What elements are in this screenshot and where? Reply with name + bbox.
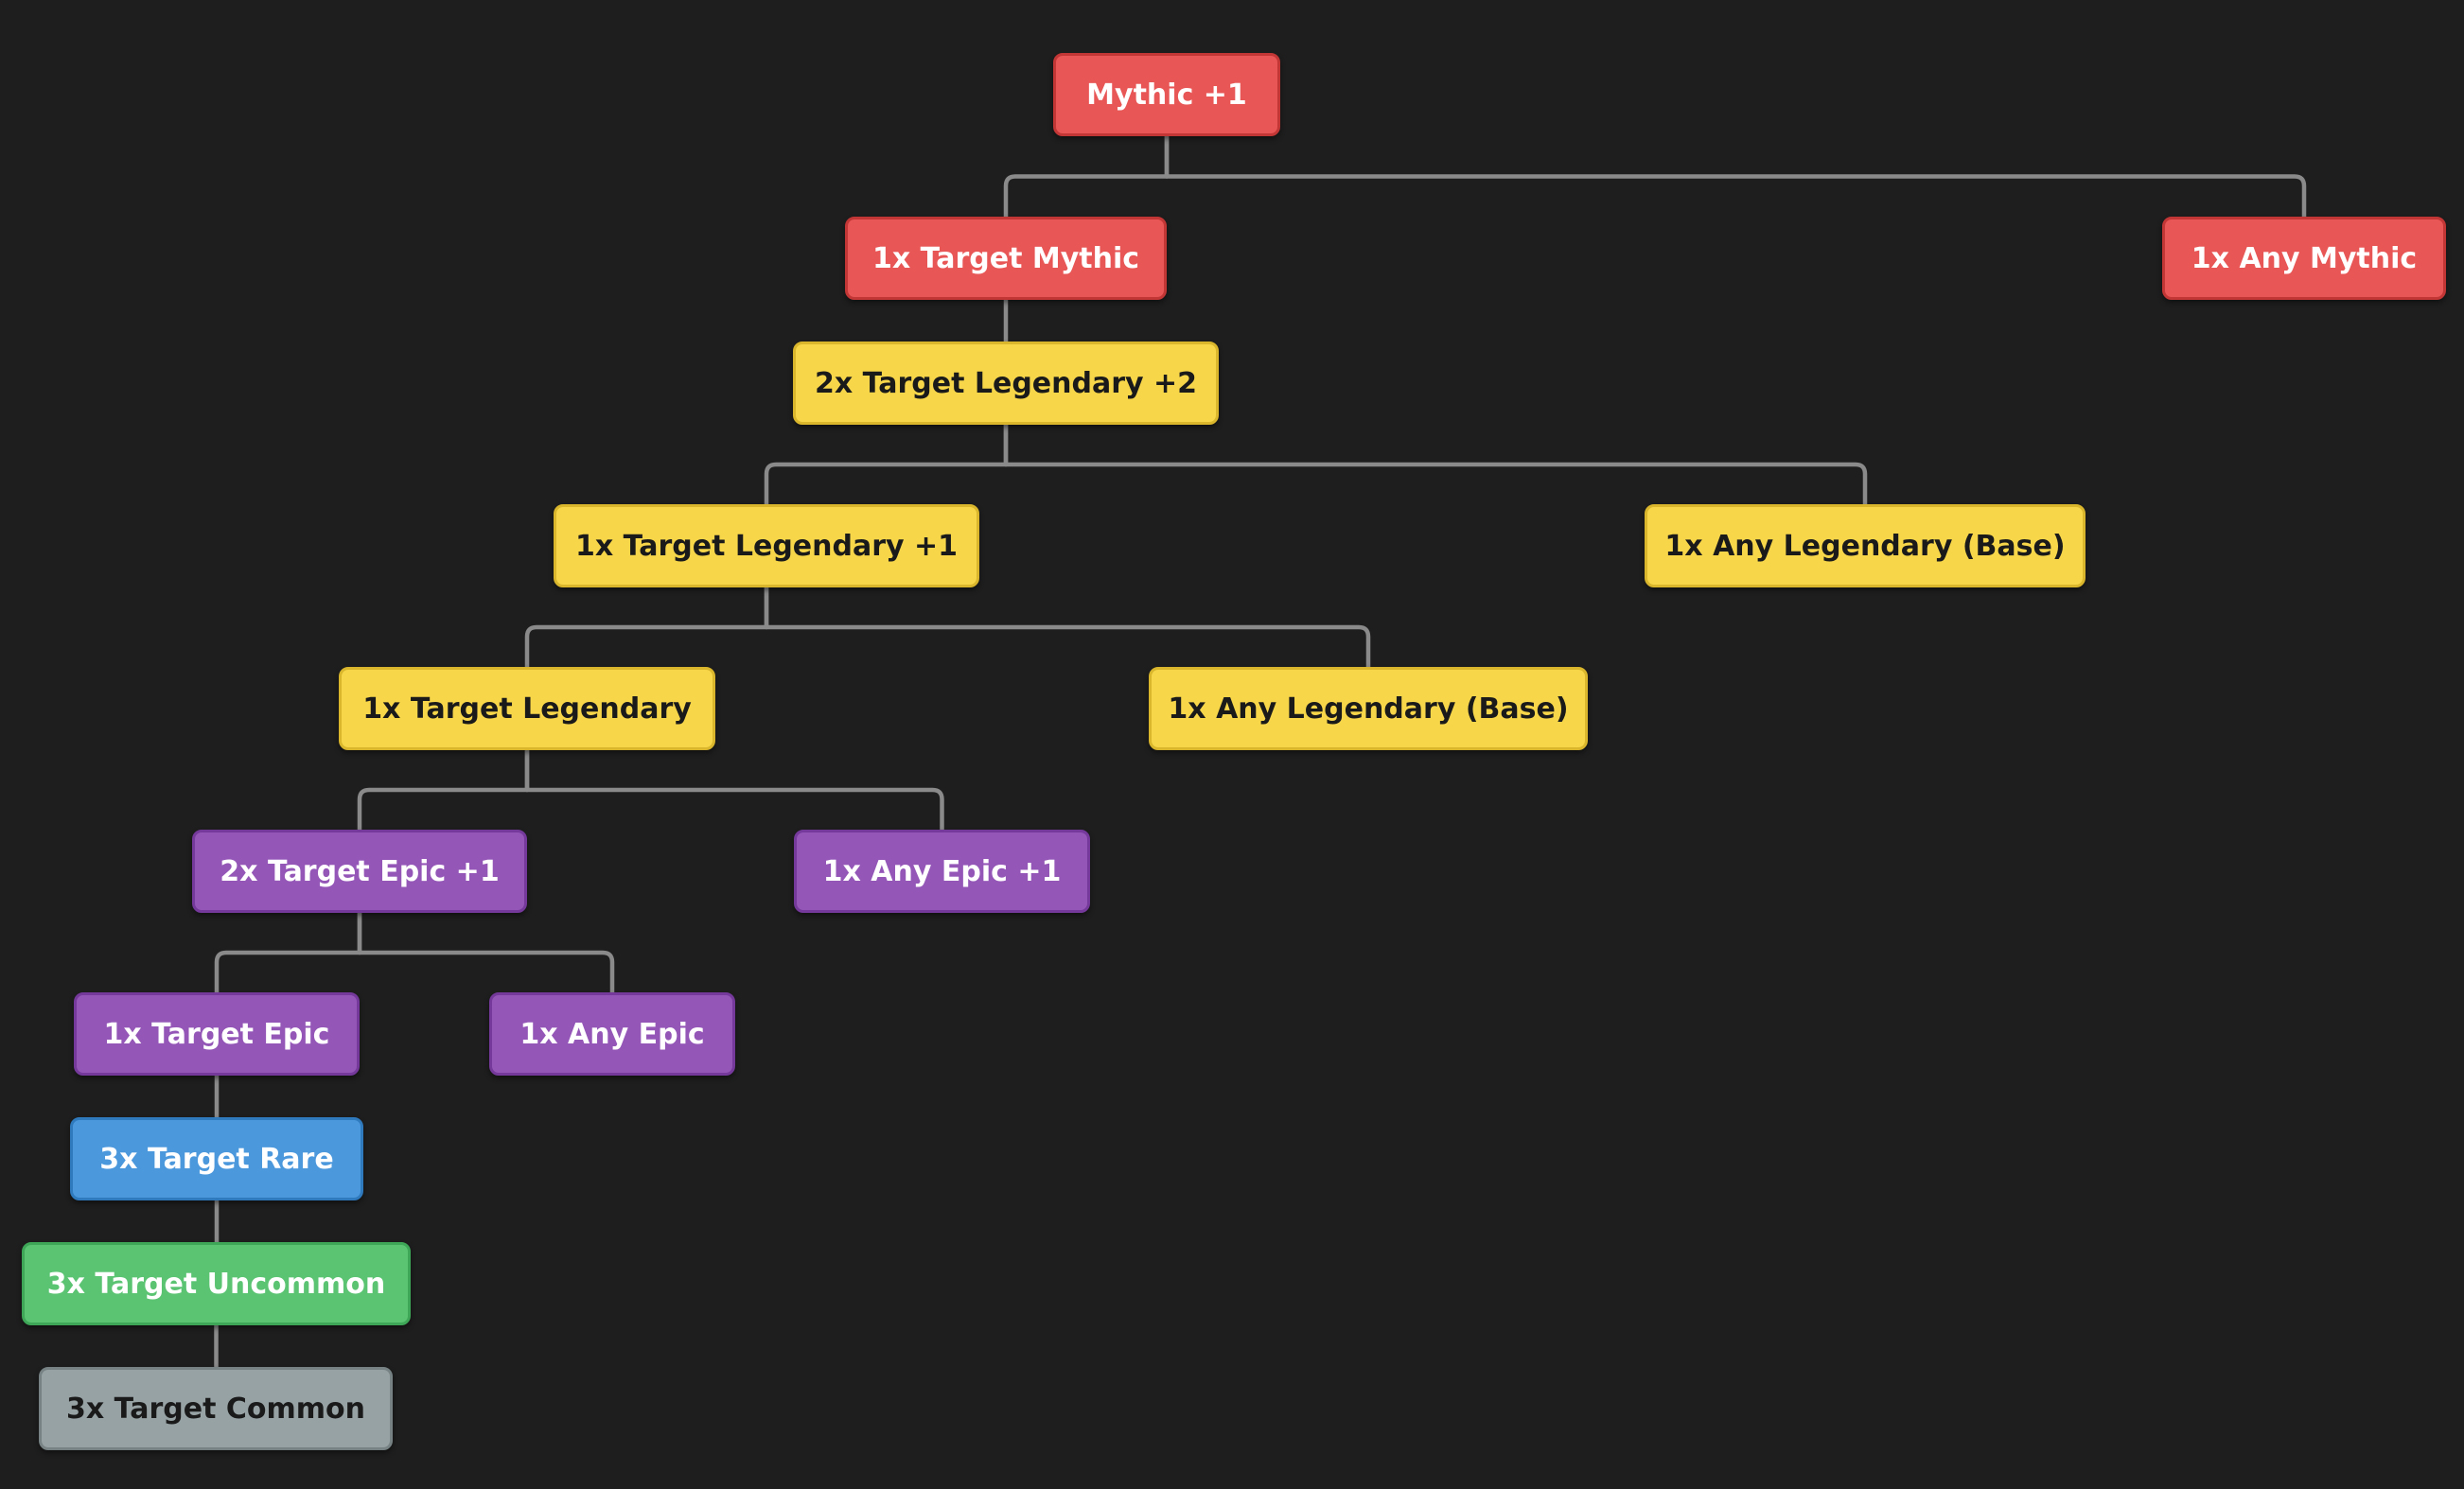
node-label: 2x Target Legendary +2 — [814, 366, 1198, 400]
node-target-legendary[interactable]: 1x Target Legendary — [339, 667, 715, 750]
node-target-uncommon[interactable]: 3x Target Uncommon — [22, 1242, 411, 1325]
node-target-epic[interactable]: 1x Target Epic — [74, 992, 360, 1076]
connector-target_epic_1-to-any_epic — [357, 910, 615, 995]
node-label: 1x Any Legendary (Base) — [1664, 529, 2066, 563]
node-label: 1x Target Mythic — [871, 241, 1140, 275]
node-target-epic-plus-1[interactable]: 2x Target Epic +1 — [192, 830, 527, 913]
node-mythic-plus-1[interactable]: Mythic +1 — [1053, 53, 1280, 136]
node-target-common[interactable]: 3x Target Common — [39, 1367, 393, 1450]
connector-root-to-target_mythic — [1003, 133, 1170, 219]
node-label: Mythic +1 — [1086, 78, 1247, 112]
node-label: 3x Target Rare — [99, 1142, 334, 1176]
connector-target_legendary-to-any_epic_1 — [524, 747, 944, 832]
node-label: 2x Target Epic +1 — [220, 854, 500, 888]
node-any-legendary-base-upper[interactable]: 1x Any Legendary (Base) — [1645, 504, 2086, 587]
connector-target_legendary_2-to-any_legendary_a — [1003, 422, 1868, 507]
connector-target_legendary_1-to-any_legendary_b — [764, 585, 1371, 670]
connector-root-to-any_mythic — [1164, 133, 2307, 219]
connector-target_legendary_2-to-target_legendary_1 — [764, 422, 1009, 507]
node-any-mythic[interactable]: 1x Any Mythic — [2162, 217, 2446, 300]
node-label: 1x Any Mythic — [2191, 241, 2418, 275]
node-label: 1x Any Epic +1 — [822, 854, 1062, 888]
node-label: 1x Target Legendary +1 — [574, 529, 959, 563]
node-label: 1x Any Legendary (Base) — [1168, 692, 1569, 726]
node-label: 1x Any Epic — [519, 1017, 705, 1051]
connector-target_legendary_1-to-target_legendary — [524, 585, 769, 670]
node-any-legendary-base-lower[interactable]: 1x Any Legendary (Base) — [1149, 667, 1588, 750]
node-target-legendary-plus-1[interactable]: 1x Target Legendary +1 — [554, 504, 979, 587]
node-label: 3x Target Common — [65, 1392, 366, 1426]
connector-target_epic_1-to-target_epic — [214, 910, 362, 995]
node-any-epic[interactable]: 1x Any Epic — [489, 992, 735, 1076]
node-label: 1x Target Legendary — [362, 692, 692, 726]
node-target-legendary-plus-2[interactable]: 2x Target Legendary +2 — [793, 342, 1219, 425]
node-label: 1x Target Epic — [103, 1017, 330, 1051]
node-target-mythic[interactable]: 1x Target Mythic — [845, 217, 1167, 300]
node-any-epic-plus-1[interactable]: 1x Any Epic +1 — [794, 830, 1090, 913]
node-label: 3x Target Uncommon — [46, 1267, 386, 1301]
connector-target_legendary-to-target_epic_1 — [357, 747, 530, 832]
node-target-rare[interactable]: 3x Target Rare — [70, 1117, 363, 1200]
